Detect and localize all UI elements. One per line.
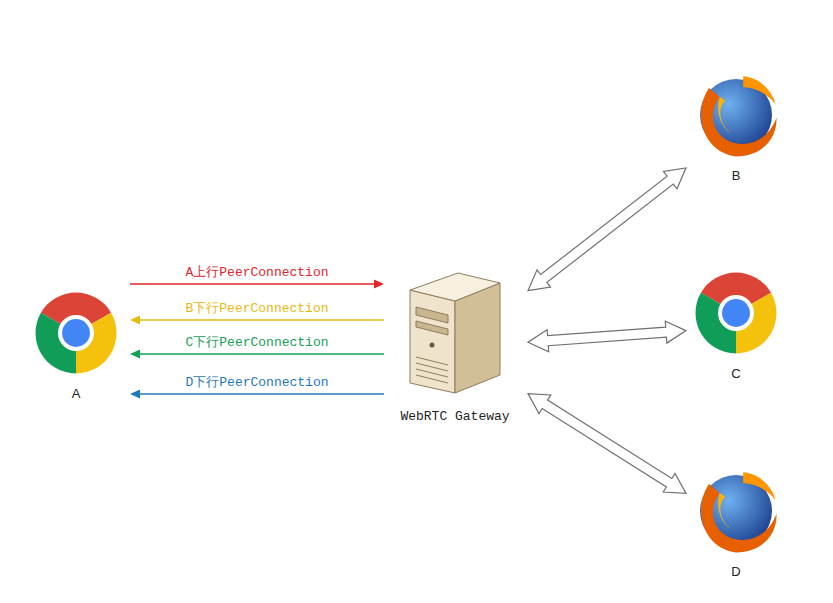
connection-label: C下行PeerConnection [183,335,330,350]
double-arrow [528,321,686,352]
browser-client: C [690,268,782,386]
connection-label: D下行PeerConnection [183,375,330,390]
peer-connection-arrow [130,316,384,325]
browser-icon [31,288,121,378]
browser-icon [691,70,781,160]
node-label: D [690,564,782,579]
node-label: C [690,366,782,381]
peer-connection-arrow [130,280,384,289]
node-label: B [690,168,782,183]
browser-client: D [690,466,782,584]
server-icon [400,265,510,395]
double-arrow [528,168,686,291]
browser-client: B [690,70,782,188]
browser-icon [691,268,781,358]
peer-connection-arrow [130,350,384,359]
connection-label: B下行PeerConnection [183,301,330,316]
connection-label: A上行PeerConnection [183,265,330,280]
browser-icon [691,466,781,556]
gateway-server: WebRTC Gateway [386,265,524,430]
node-label: WebRTC Gateway [386,409,524,424]
node-label: A [30,386,122,401]
browser-client: A [30,288,122,406]
double-arrow [528,394,686,494]
peer-connection-arrow [130,390,384,399]
